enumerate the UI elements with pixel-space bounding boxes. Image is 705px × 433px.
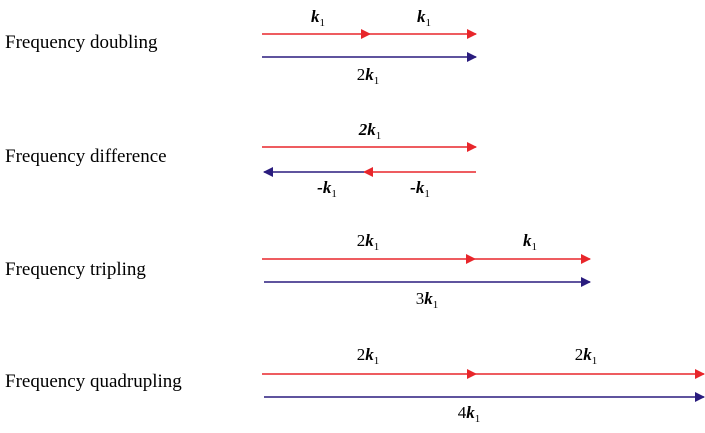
vector-coefficient: 2 <box>357 345 366 364</box>
wave-vector-label: -k1 <box>410 178 430 200</box>
wave-vector-subscript: 1 <box>532 241 538 253</box>
wave-vector-label: 2k1 <box>575 345 598 367</box>
wave-vector-symbol: k <box>466 403 475 422</box>
wave-vector-label: -k1 <box>317 178 337 200</box>
wave-vector-label: 2k1 <box>358 120 382 142</box>
vector-coefficient: 2 <box>575 345 584 364</box>
wave-vector-subscript: 1 <box>374 75 380 87</box>
wave-vector-subscript: 1 <box>374 241 380 253</box>
wave-vector-symbol: k <box>323 178 332 197</box>
wave-vector-symbol: k <box>583 345 592 364</box>
wave-vector-symbol: k <box>367 120 376 139</box>
wave-vector-subscript: 1 <box>374 355 380 367</box>
wave-vector-symbol: k <box>365 65 374 84</box>
wave-vector-symbol: k <box>424 289 433 308</box>
vector-coefficient: 2 <box>357 65 366 84</box>
wave-vector-label: 2k1 <box>357 231 380 253</box>
wave-vector-subscript: 1 <box>592 355 598 367</box>
vector-coefficient: 2 <box>358 120 368 139</box>
wave-vector-subscript: 1 <box>331 188 337 200</box>
vector-coefficient: 4 <box>458 403 467 422</box>
vector-coefficient: - <box>410 178 416 197</box>
vector-coefficient: - <box>317 178 323 197</box>
wave-vector-subscript: 1 <box>426 17 432 29</box>
wave-vector-label: 2k1 <box>357 345 380 367</box>
wave-vector-symbol: k <box>416 178 425 197</box>
wave-vector-subscript: 1 <box>320 17 326 29</box>
process-label: Frequency difference <box>5 146 167 167</box>
wave-vector-symbol: k <box>365 231 374 250</box>
wave-vector-label: k1 <box>417 7 431 29</box>
wave-vector-subscript: 1 <box>475 413 481 425</box>
wave-vector-label: k1 <box>523 231 537 253</box>
wave-vector-symbol: k <box>365 345 374 364</box>
wave-vector-label: 3k1 <box>416 289 439 311</box>
wave-vector-symbol: k <box>523 231 532 250</box>
vector-coefficient: 3 <box>416 289 425 308</box>
process-label: Frequency doubling <box>5 32 158 53</box>
wave-vector-subscript: 1 <box>433 299 439 311</box>
wave-vector-label: 2k1 <box>357 65 380 87</box>
vector-coefficient: 2 <box>357 231 366 250</box>
wave-vector-symbol: k <box>417 7 426 26</box>
wave-vector-label: 4k1 <box>458 403 481 425</box>
wave-vector-subscript: 1 <box>376 130 382 142</box>
process-label: Frequency quadrupling <box>5 371 182 392</box>
wave-vector-label: k1 <box>311 7 325 29</box>
wave-vector-subscript: 1 <box>424 188 430 200</box>
process-label: Frequency tripling <box>5 259 146 280</box>
wave-vector-symbol: k <box>311 7 320 26</box>
